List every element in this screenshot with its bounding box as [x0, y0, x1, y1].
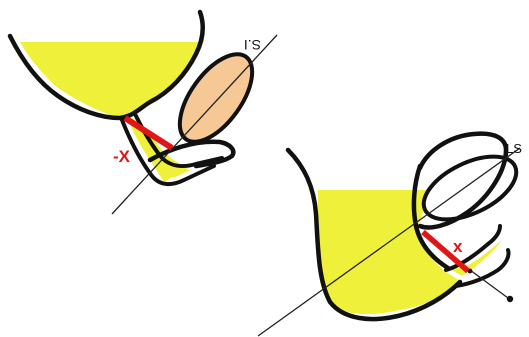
- lower-symphysis-label: LS: [506, 141, 522, 156]
- upper-bladder-fill: [20, 42, 198, 182]
- lower-right-panel: LS x: [258, 134, 526, 336]
- upper-distance-label: -X: [113, 147, 131, 166]
- lower-symphysis-ellipse: [414, 144, 526, 233]
- upper-left-panel: S.I -X: [10, 12, 277, 214]
- upper-symphysis-label: S.I: [244, 37, 261, 53]
- lower-endpoint-dot: [507, 296, 513, 302]
- lower-distance-label: x: [453, 237, 463, 256]
